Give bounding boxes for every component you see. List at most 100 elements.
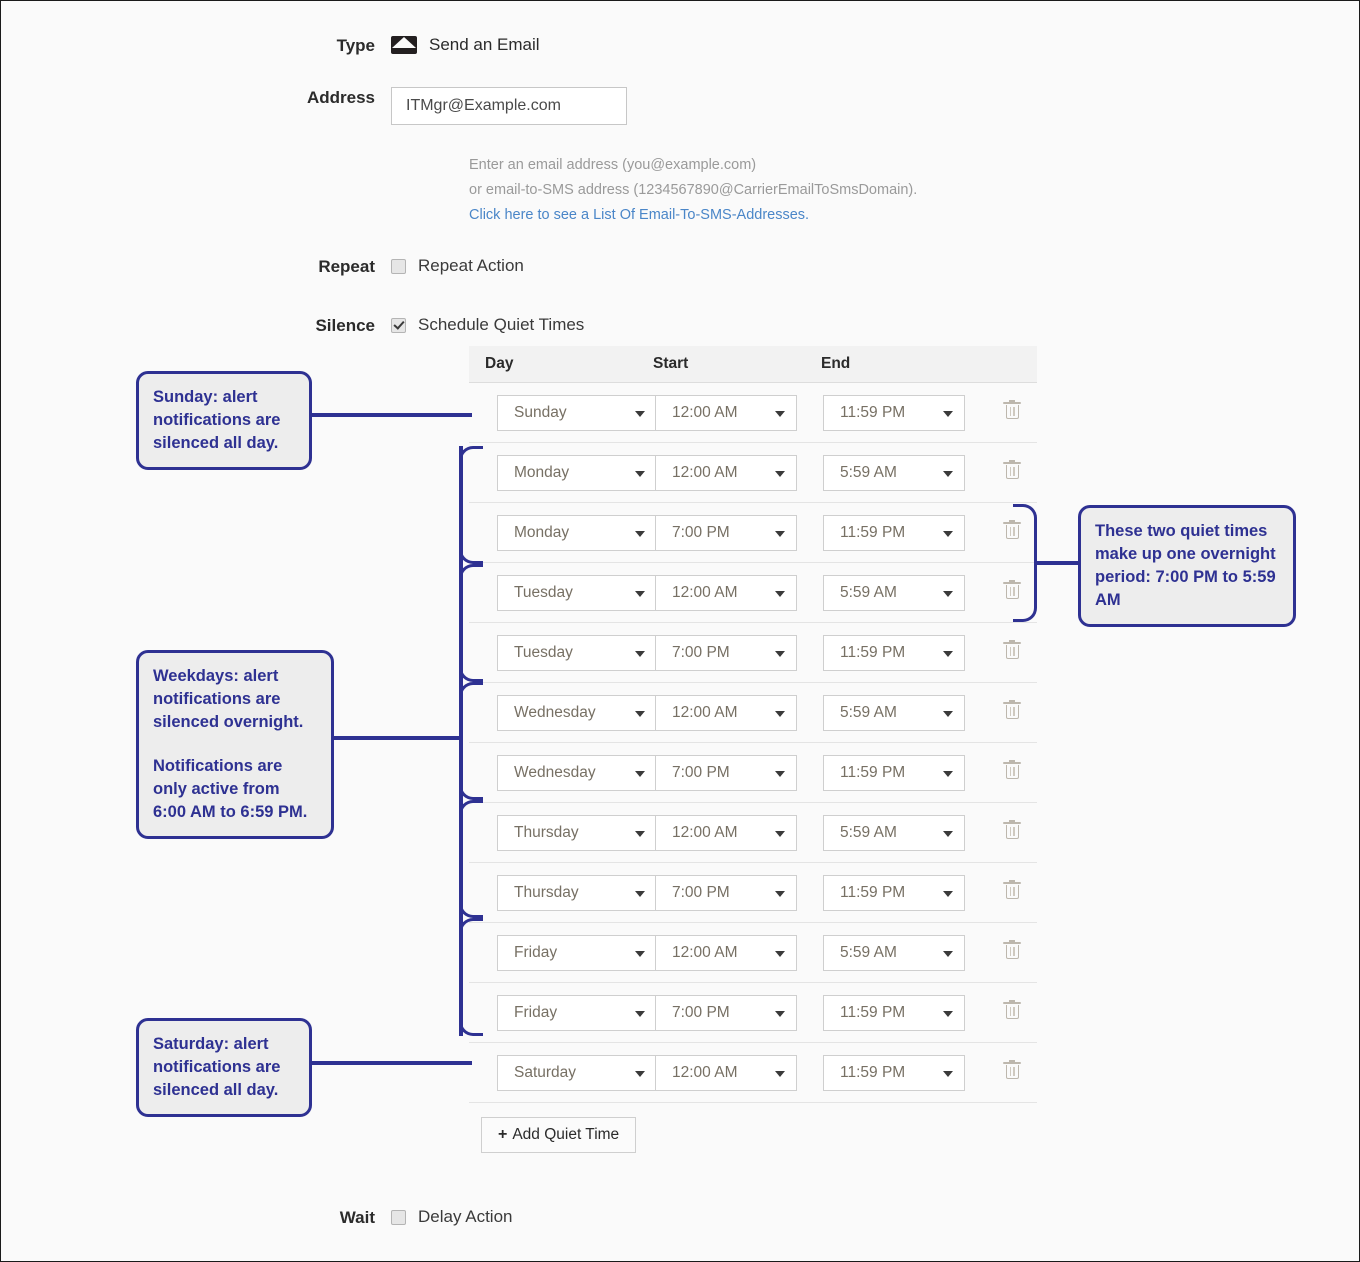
day-select[interactable]: Thursday: [497, 874, 657, 911]
end-time-select[interactable]: 5:59 AM: [823, 694, 965, 731]
delay-action-checkbox[interactable]: [391, 1209, 406, 1225]
end-time-select[interactable]: 5:59 AM: [823, 454, 965, 491]
end-time-select-value: 5:59 AM: [840, 823, 897, 841]
cell-day: Sunday: [469, 394, 657, 431]
start-time-select[interactable]: 12:00 AM: [655, 394, 797, 431]
end-time-select-value: 5:59 AM: [840, 943, 897, 961]
cell-end: 5:59 AM: [821, 814, 989, 851]
cell-day: Wednesday: [469, 694, 657, 731]
callout-sunday: Sunday: alert notifications are silenced…: [136, 371, 312, 470]
day-select[interactable]: Friday: [497, 934, 657, 971]
day-select[interactable]: Sunday: [497, 394, 657, 431]
start-time-select-value: 12:00 AM: [672, 463, 738, 481]
repeat-action-checkbox[interactable]: [391, 258, 406, 274]
day-select-value: Monday: [514, 523, 570, 541]
start-time-select[interactable]: 7:00 PM: [655, 634, 797, 671]
chevron-down-icon: [635, 1070, 645, 1077]
trash-icon[interactable]: [1003, 640, 1021, 660]
quiet-time-row: Monday 12:00 AM 5:59 AM: [469, 443, 1037, 503]
chevron-down-icon: [943, 590, 953, 597]
cell-start: 12:00 AM: [653, 694, 821, 731]
chevron-down-icon: [943, 1010, 953, 1017]
day-select-value: Monday: [514, 463, 570, 481]
cell-day: Friday: [469, 994, 657, 1031]
chevron-down-icon: [775, 650, 785, 657]
end-time-select[interactable]: 11:59 PM: [823, 514, 965, 551]
callout-weekdays-text-1: Weekdays: alert notifications are silenc…: [153, 667, 304, 731]
cell-delete: [989, 1000, 1037, 1025]
quiet-time-row: Monday 7:00 PM 11:59 PM: [469, 503, 1037, 563]
end-time-select[interactable]: 5:59 AM: [823, 574, 965, 611]
cell-delete: [989, 460, 1037, 485]
callout-weekdays-text-2: Notifications are only active from 6:00 …: [153, 757, 308, 821]
silence-label: Silence: [315, 316, 375, 335]
chevron-down-icon: [635, 890, 645, 897]
day-select[interactable]: Tuesday: [497, 634, 657, 671]
start-time-select[interactable]: 7:00 PM: [655, 874, 797, 911]
day-select[interactable]: Friday: [497, 994, 657, 1031]
day-select[interactable]: Thursday: [497, 814, 657, 851]
start-time-select[interactable]: 12:00 AM: [655, 814, 797, 851]
end-time-select[interactable]: 11:59 PM: [823, 874, 965, 911]
start-time-select[interactable]: 12:00 AM: [655, 454, 797, 491]
address-input[interactable]: [391, 87, 627, 125]
trash-icon[interactable]: [1003, 400, 1021, 420]
start-time-select[interactable]: 7:00 PM: [655, 514, 797, 551]
callout-overnight-text: These two quiet times make up one overni…: [1095, 522, 1276, 609]
start-time-select-value: 7:00 PM: [672, 883, 730, 901]
end-time-select[interactable]: 11:59 PM: [823, 634, 965, 671]
cell-delete: [989, 760, 1037, 785]
start-time-select-value: 12:00 AM: [672, 583, 738, 601]
quiet-time-row: Tuesday 12:00 AM 5:59 AM: [469, 563, 1037, 623]
cell-day: Saturday: [469, 1054, 657, 1091]
cell-start: 12:00 AM: [653, 1054, 821, 1091]
trash-icon[interactable]: [1003, 880, 1021, 900]
day-select[interactable]: Monday: [497, 514, 657, 551]
trash-icon[interactable]: [1003, 760, 1021, 780]
start-time-select[interactable]: 12:00 AM: [655, 574, 797, 611]
trash-icon[interactable]: [1003, 520, 1021, 540]
day-select[interactable]: Saturday: [497, 1054, 657, 1091]
cell-start: 7:00 PM: [653, 994, 821, 1031]
chevron-down-icon: [943, 890, 953, 897]
email-to-sms-list-link[interactable]: Click here to see a List Of Email-To-SMS…: [469, 207, 810, 223]
end-time-select[interactable]: 11:59 PM: [823, 394, 965, 431]
end-time-select[interactable]: 11:59 PM: [823, 754, 965, 791]
start-time-select[interactable]: 7:00 PM: [655, 754, 797, 791]
cell-start: 7:00 PM: [653, 874, 821, 911]
trash-icon[interactable]: [1003, 580, 1021, 600]
add-quiet-time-button[interactable]: + Add Quiet Time: [481, 1117, 637, 1153]
day-select-value: Thursday: [514, 823, 579, 841]
end-time-select[interactable]: 5:59 AM: [823, 814, 965, 851]
day-select[interactable]: Tuesday: [497, 574, 657, 611]
trash-icon[interactable]: [1003, 940, 1021, 960]
end-time-select-value: 5:59 AM: [840, 463, 897, 481]
cell-delete: [989, 520, 1037, 545]
day-select[interactable]: Wednesday: [497, 694, 657, 731]
cell-start: 12:00 AM: [653, 814, 821, 851]
end-time-select[interactable]: 11:59 PM: [823, 994, 965, 1031]
trash-icon[interactable]: [1003, 1060, 1021, 1080]
start-time-select[interactable]: 12:00 AM: [655, 1054, 797, 1091]
end-time-select[interactable]: 11:59 PM: [823, 1054, 965, 1091]
trash-icon[interactable]: [1003, 700, 1021, 720]
type-row: Type Send an Email: [271, 35, 540, 57]
end-time-select[interactable]: 5:59 AM: [823, 934, 965, 971]
start-time-select[interactable]: 12:00 AM: [655, 694, 797, 731]
trash-icon[interactable]: [1003, 460, 1021, 480]
start-time-select[interactable]: 12:00 AM: [655, 934, 797, 971]
cell-start: 7:00 PM: [653, 514, 821, 551]
trash-icon[interactable]: [1003, 820, 1021, 840]
column-header-start: Start: [653, 355, 689, 372]
cell-end: 11:59 PM: [821, 874, 989, 911]
end-time-select-value: 11:59 PM: [840, 1003, 906, 1021]
chevron-down-icon: [775, 590, 785, 597]
start-time-select[interactable]: 7:00 PM: [655, 994, 797, 1031]
schedule-quiet-times-checkbox[interactable]: [391, 317, 406, 333]
day-select[interactable]: Monday: [497, 454, 657, 491]
day-select[interactable]: Wednesday: [497, 754, 657, 791]
start-time-select-value: 12:00 AM: [672, 403, 738, 421]
trash-icon[interactable]: [1003, 1000, 1021, 1020]
